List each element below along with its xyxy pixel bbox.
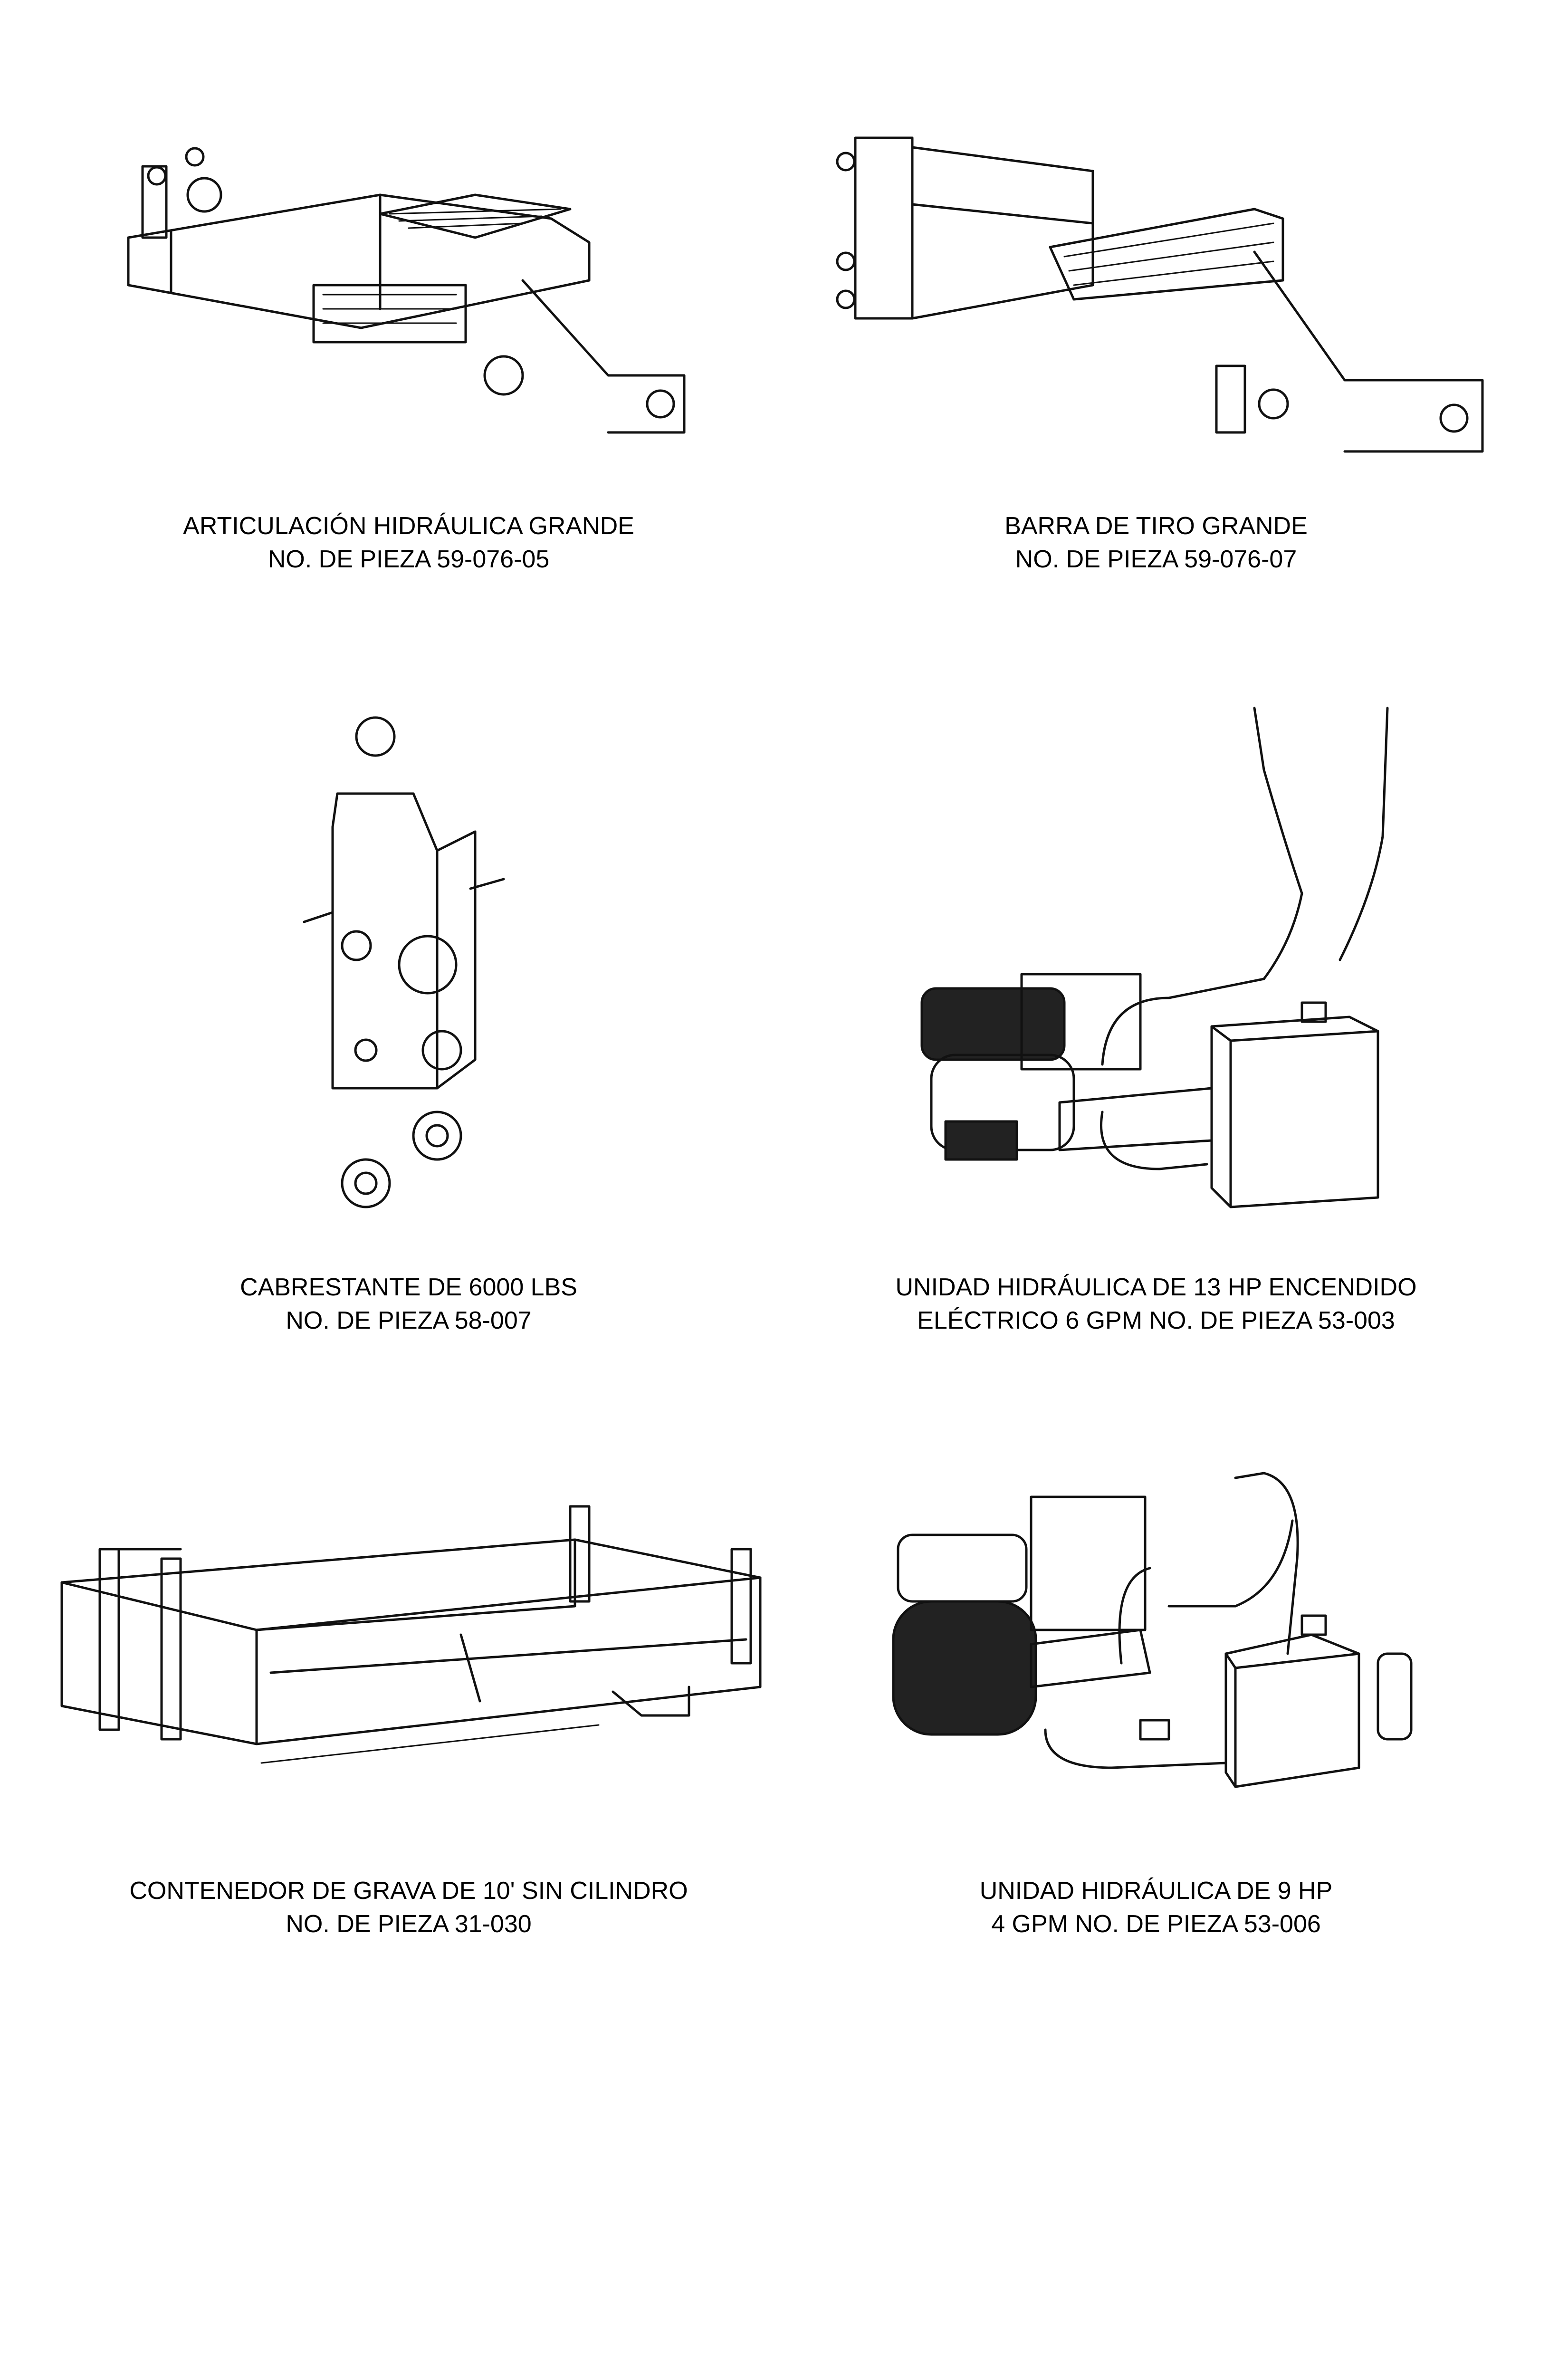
caption-gravel-box: CONTENEDOR DE GRAVA DE 10' SIN CILINDRO …: [52, 1874, 765, 1941]
caption-hydraulic-unit-9hp: UNIDAD HIDRÁULICA DE 9 HP 4 GPM NO. DE P…: [800, 1874, 1512, 1941]
hydraulic-hitch-drawing: [114, 128, 713, 470]
caption-hydraulic-unit-13hp: UNIDAD HIDRÁULICA DE 13 HP ENCENDIDO ELÉ…: [800, 1271, 1512, 1337]
part-number: NO. DE PIEZA 59-076-05: [268, 546, 550, 573]
item-title: UNIDAD HIDRÁULICA DE 13 HP ENCENDIDO: [895, 1274, 1417, 1301]
part-number: NO. DE PIEZA 58-007: [286, 1307, 532, 1334]
caption-winch: CABRESTANTE DE 6000 LBS NO. DE PIEZA 58-…: [52, 1271, 765, 1337]
item-title: CABRESTANTE DE 6000 LBS: [240, 1274, 577, 1301]
hydraulic-unit-13hp-drawing: [903, 694, 1416, 1217]
gravel-box-drawing: [52, 1497, 774, 1792]
caption-hydraulic-hitch: ARTICULACIÓN HIDRÁULICA GRANDE NO. DE PI…: [52, 509, 765, 576]
item-title: BARRA DE TIRO GRANDE: [1004, 512, 1308, 540]
caption-drawbar: BARRA DE TIRO GRANDE NO. DE PIEZA 59-076…: [800, 509, 1512, 576]
item-title: CONTENEDOR DE GRAVA DE 10' SIN CILINDRO: [129, 1877, 688, 1905]
part-number: NO. DE PIEZA 59-076-07: [1015, 546, 1297, 573]
part-number: ELÉCTRICO 6 GPM NO. DE PIEZA 53-003: [917, 1307, 1395, 1334]
winch-drawing: [295, 708, 523, 1221]
item-title: ARTICULACIÓN HIDRÁULICA GRANDE: [183, 512, 634, 540]
hydraulic-unit-9hp-drawing: [874, 1464, 1444, 1796]
drawbar-drawing: [827, 128, 1492, 470]
item-title: UNIDAD HIDRÁULICA DE 9 HP: [979, 1877, 1333, 1905]
part-number: NO. DE PIEZA 31-030: [286, 1910, 532, 1938]
part-number: 4 GPM NO. DE PIEZA 53-006: [991, 1910, 1321, 1938]
